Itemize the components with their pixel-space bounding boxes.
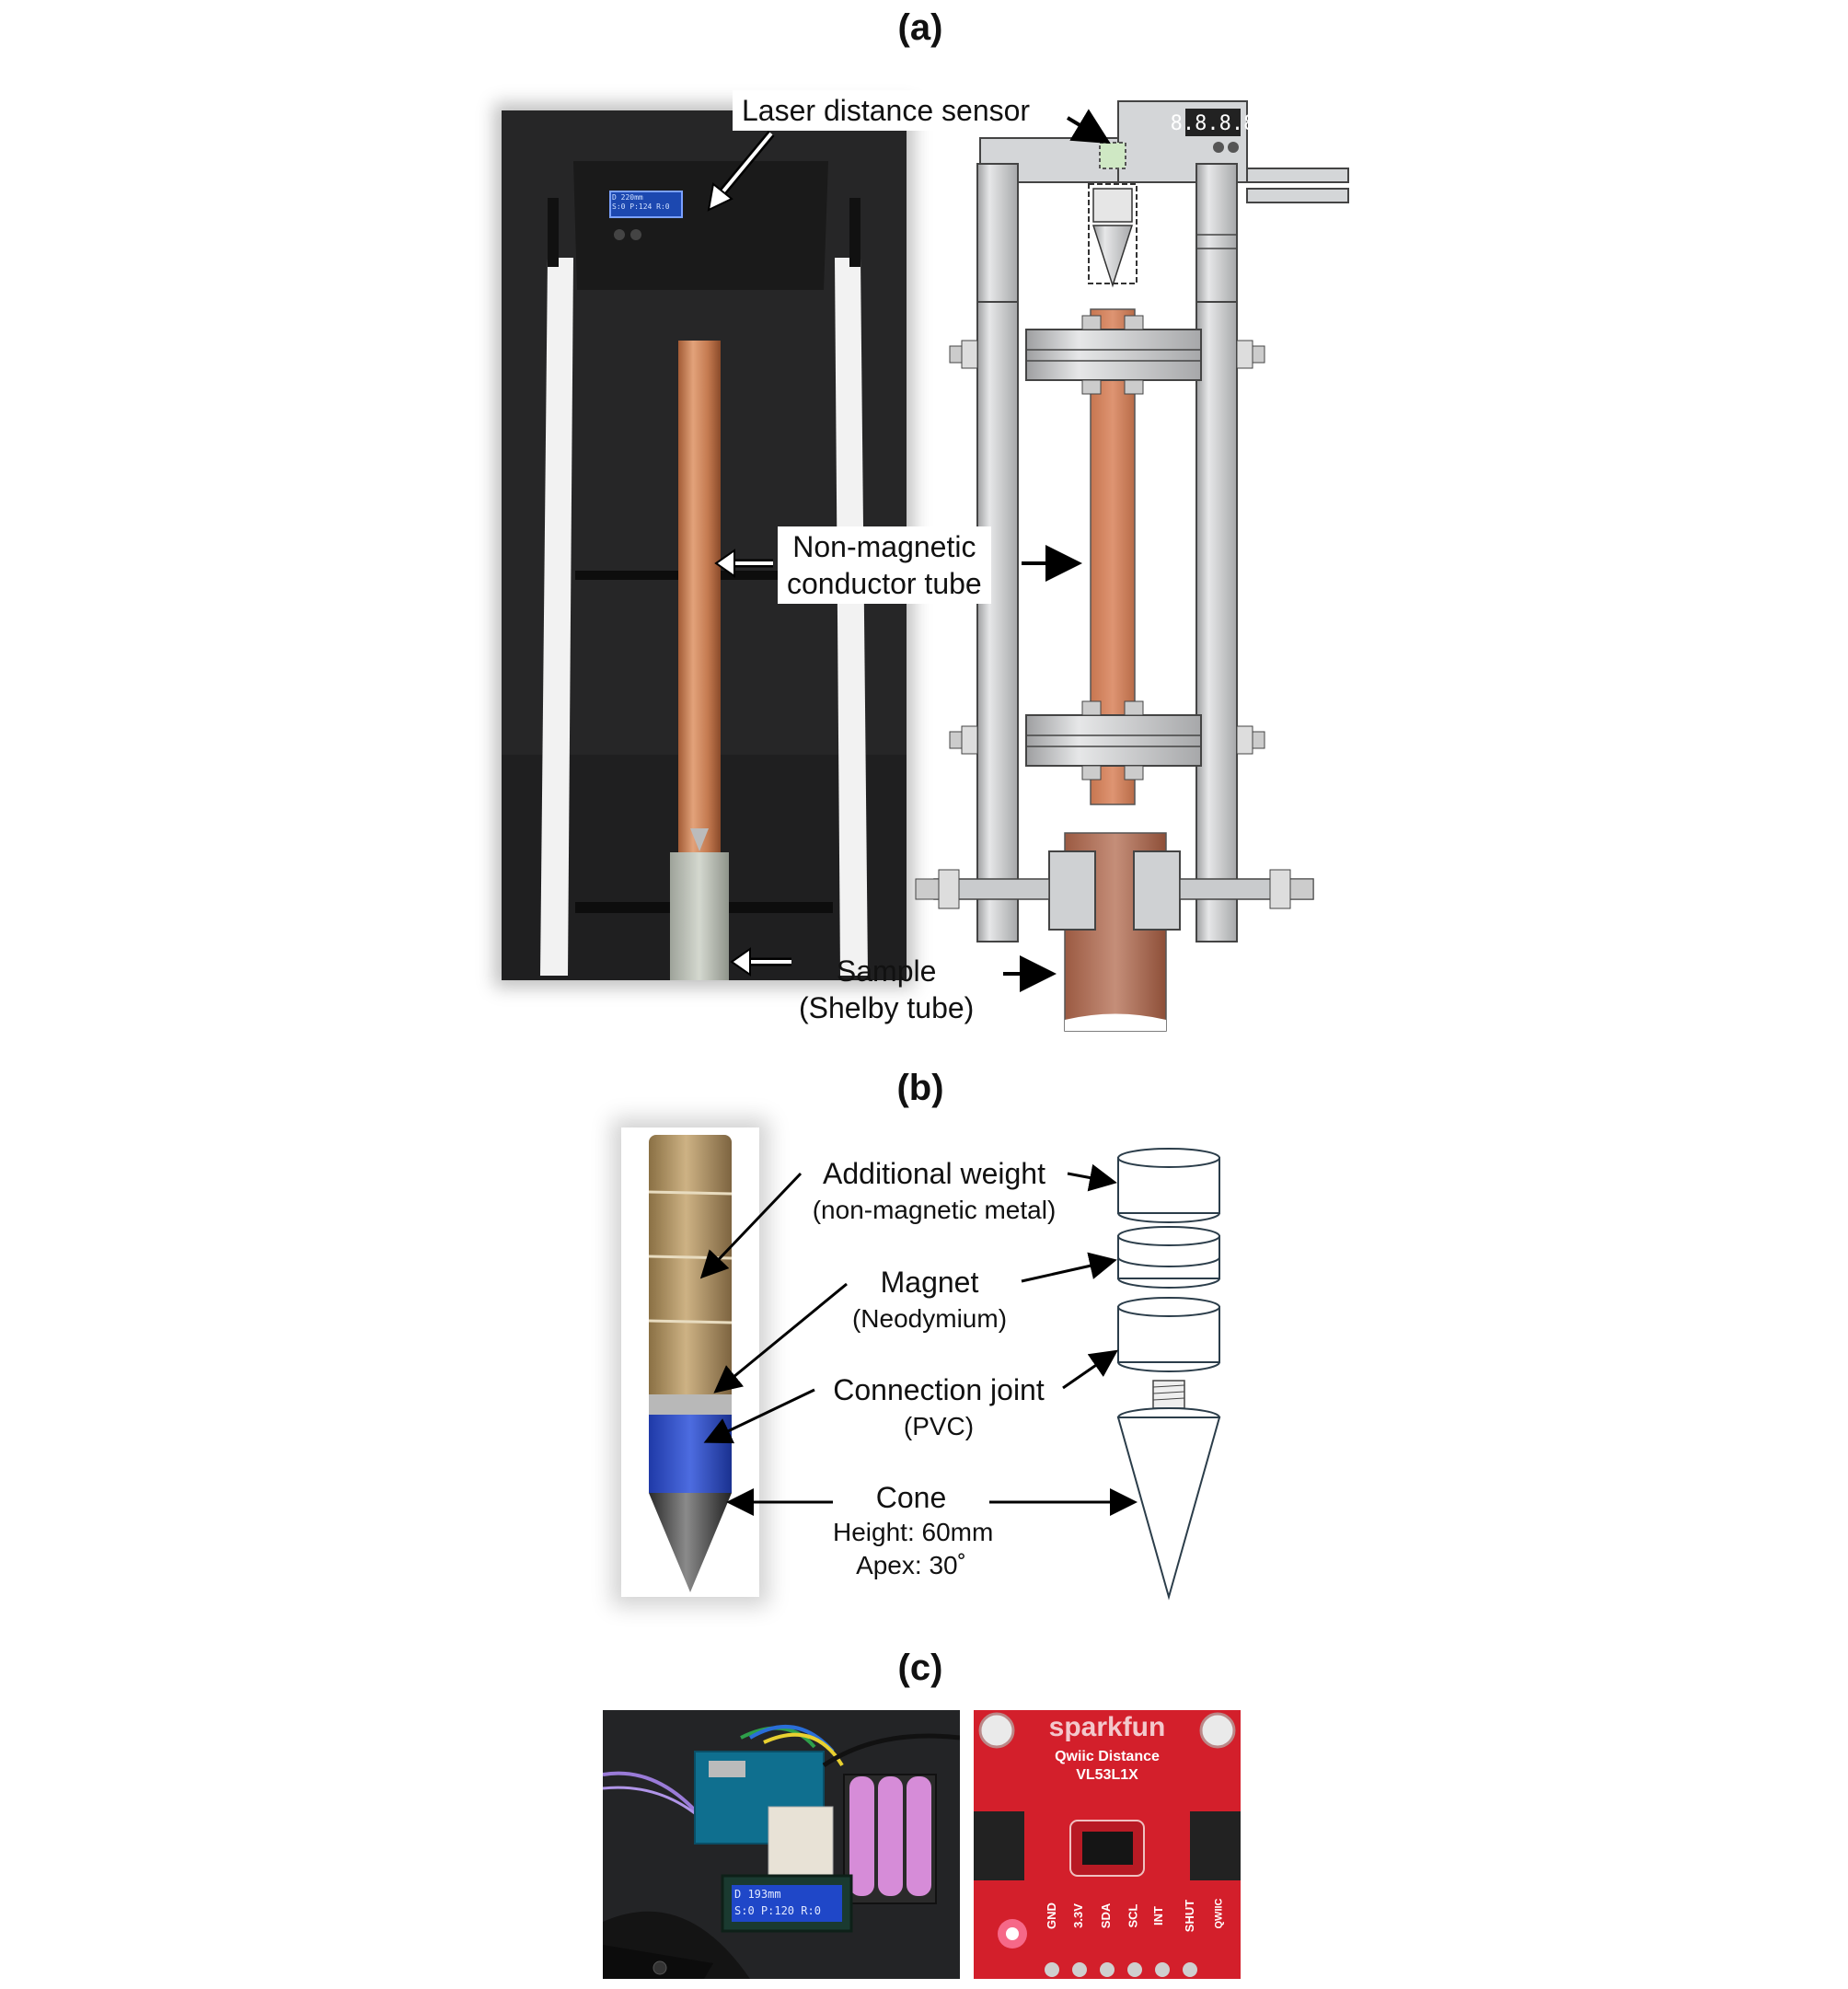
label-cone-apex: Apex: 30˚	[856, 1551, 966, 1579]
label-additional-weight-title: Additional weight	[823, 1157, 1045, 1190]
label-cone: Cone Height: 60mm Apex: 30˚	[833, 1479, 994, 1582]
qwiic-logo: QWIIC	[1213, 1898, 1225, 1929]
panel-label-b: (b)	[896, 1068, 944, 1108]
sensor-board-photo: sparkfun Qwiic Distance VL53L1X GND 3.3V…	[974, 1710, 1241, 1979]
cone-penetrometer-photo-drawing	[648, 1135, 733, 1592]
photo-lcd-line1: D 220mm	[612, 193, 643, 202]
board-brand: sparkfun	[1048, 1712, 1166, 1742]
label-connection-joint-sub: (PVC)	[903, 1412, 975, 1440]
lcd-text: D 193mm S:0 P:120 R:0	[734, 1886, 841, 1919]
photo-lcd-text: D 220mm S:0 P:124 R:0	[612, 193, 680, 212]
label-cone-height: Height: 60mm	[833, 1518, 994, 1546]
pin-gnd: GND	[1044, 1902, 1058, 1929]
panel-label-c: (c)	[897, 1648, 943, 1688]
label-conductor-tube-line2: conductor tube	[787, 567, 982, 600]
pin-scl: SCL	[1126, 1903, 1140, 1928]
arduino-setup-photo: D 193mm S:0 P:120 R:0	[603, 1710, 960, 1979]
right-post	[1195, 163, 1238, 942]
arduino-setup-drawing	[603, 1710, 960, 1979]
laser-sensor	[1099, 142, 1126, 169]
photo-lcd-line2: S:0 P:124 R:0	[612, 202, 670, 211]
label-conductor-tube-line1: Non-magnetic	[792, 530, 976, 563]
label-magnet: Magnet (Neodymium)	[828, 1264, 1031, 1337]
label-conductor-tube: Non-magnetic conductor tube	[778, 526, 991, 604]
pin-int: INT	[1150, 1906, 1165, 1925]
photo-lcd-display	[609, 191, 683, 218]
apparatus-schematic: 8.8.8.8	[707, 100, 1349, 1032]
panel-label-a: (a)	[897, 7, 943, 48]
label-cone-title: Cone	[875, 1481, 947, 1514]
lcd-display	[732, 1885, 842, 1922]
cone-penetrometer-photo	[621, 1127, 759, 1597]
label-magnet-sub: (Neodymium)	[851, 1304, 1008, 1333]
pin-shut: SHUT	[1183, 1899, 1197, 1933]
display-digits: 8.8.8.8	[1171, 112, 1256, 135]
lcd-line1: D 193mm	[734, 1888, 781, 1901]
label-additional-weight-sub: (non-magnetic metal)	[812, 1196, 1057, 1224]
label-sample-line1: Sample	[836, 954, 937, 988]
apparatus-photo	[502, 110, 907, 980]
pin-3v3: 3.3V	[1070, 1903, 1085, 1928]
label-magnet-title: Magnet	[880, 1266, 979, 1299]
label-connection-joint-title: Connection joint	[833, 1373, 1045, 1406]
apparatus-photo-drawing	[502, 110, 907, 980]
label-sample: Sample (Shelby tube)	[799, 953, 974, 1026]
label-connection-joint: Connection joint (PVC)	[814, 1371, 1063, 1445]
label-additional-weight: Additional weight (non-magnetic metal)	[801, 1155, 1068, 1229]
label-sample-line2: (Shelby tube)	[799, 991, 975, 1024]
sensor-board-drawing	[974, 1710, 1241, 1979]
board-name-line1: Qwiic Distance	[1055, 1749, 1160, 1764]
pin-sda: SDA	[1099, 1902, 1114, 1929]
pin-labels: GND 3.3V SDA SCL INT SHUT	[1038, 1891, 1231, 1955]
board-name-line2: VL53L1X	[1076, 1767, 1138, 1783]
label-laser-distance-sensor: Laser distance sensor	[733, 90, 1040, 131]
digital-display	[1185, 109, 1241, 136]
lcd-line2: S:0 P:120 R:0	[734, 1904, 821, 1917]
pin-holes	[1045, 1962, 1197, 1977]
